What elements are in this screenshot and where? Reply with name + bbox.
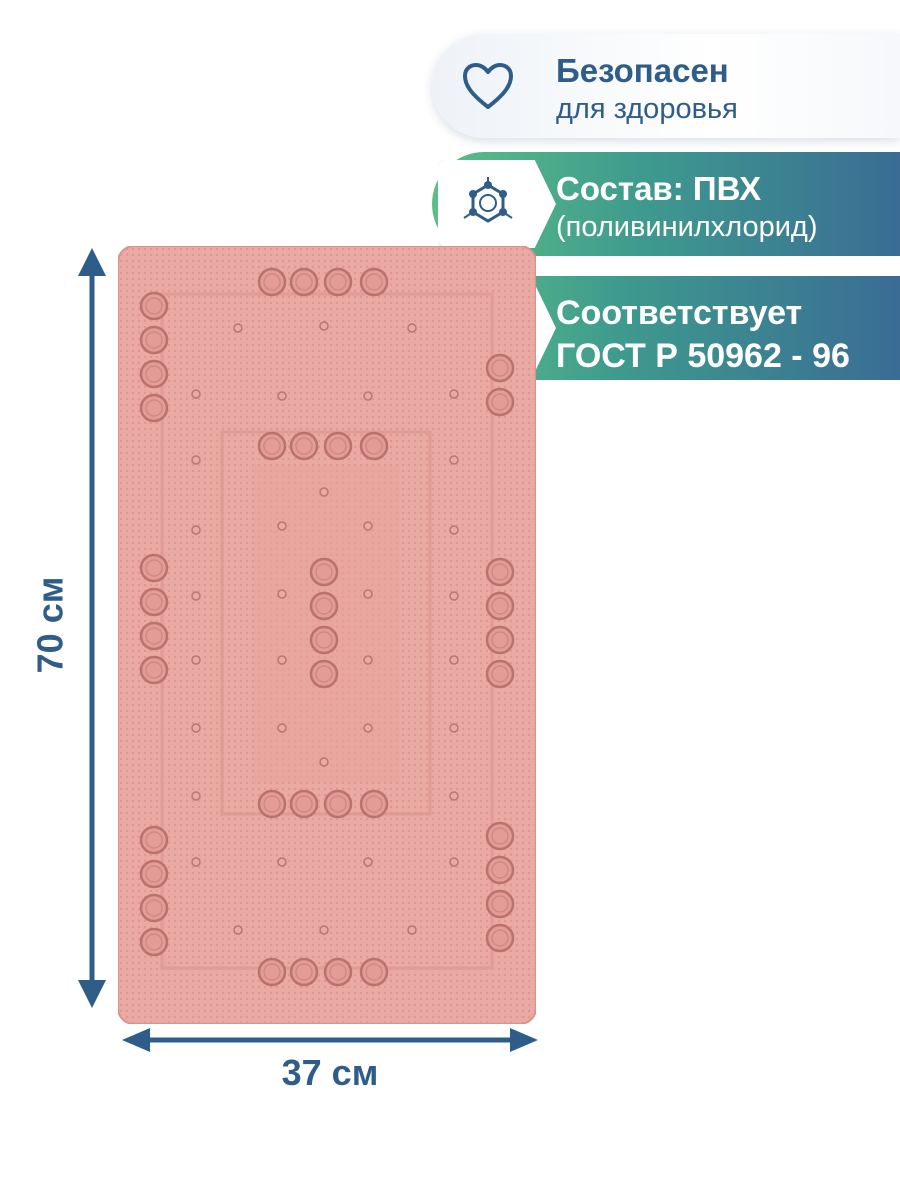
badge-title: Состав: ПВХ xyxy=(556,170,762,207)
feature-badge-safe: Безопасен для здоровья xyxy=(432,34,900,138)
molecule-icon-tile xyxy=(438,160,556,248)
heart-icon-tile xyxy=(438,42,556,130)
badge-title: Соответствует xyxy=(556,294,803,332)
heart-icon xyxy=(463,63,513,109)
width-label: 37 см xyxy=(281,1052,379,1093)
height-arrow xyxy=(78,248,106,1008)
badge-subtitle: (поливинилхлорид) xyxy=(556,211,818,244)
width-arrow xyxy=(122,1028,538,1052)
height-label: 70 см xyxy=(29,576,71,674)
height-label-wrap: 70 см xyxy=(20,560,80,690)
badge-title: Безопасен xyxy=(556,52,729,89)
bath-mat-image xyxy=(118,246,536,1024)
badge-subtitle: для здоровья xyxy=(556,93,738,126)
badge-subtitle: ГОСТ Р 50962 - 96 xyxy=(556,336,850,375)
feature-badge-material: Состав: ПВХ (поливинилхлорид) xyxy=(432,152,900,256)
molecule-icon xyxy=(463,177,513,223)
